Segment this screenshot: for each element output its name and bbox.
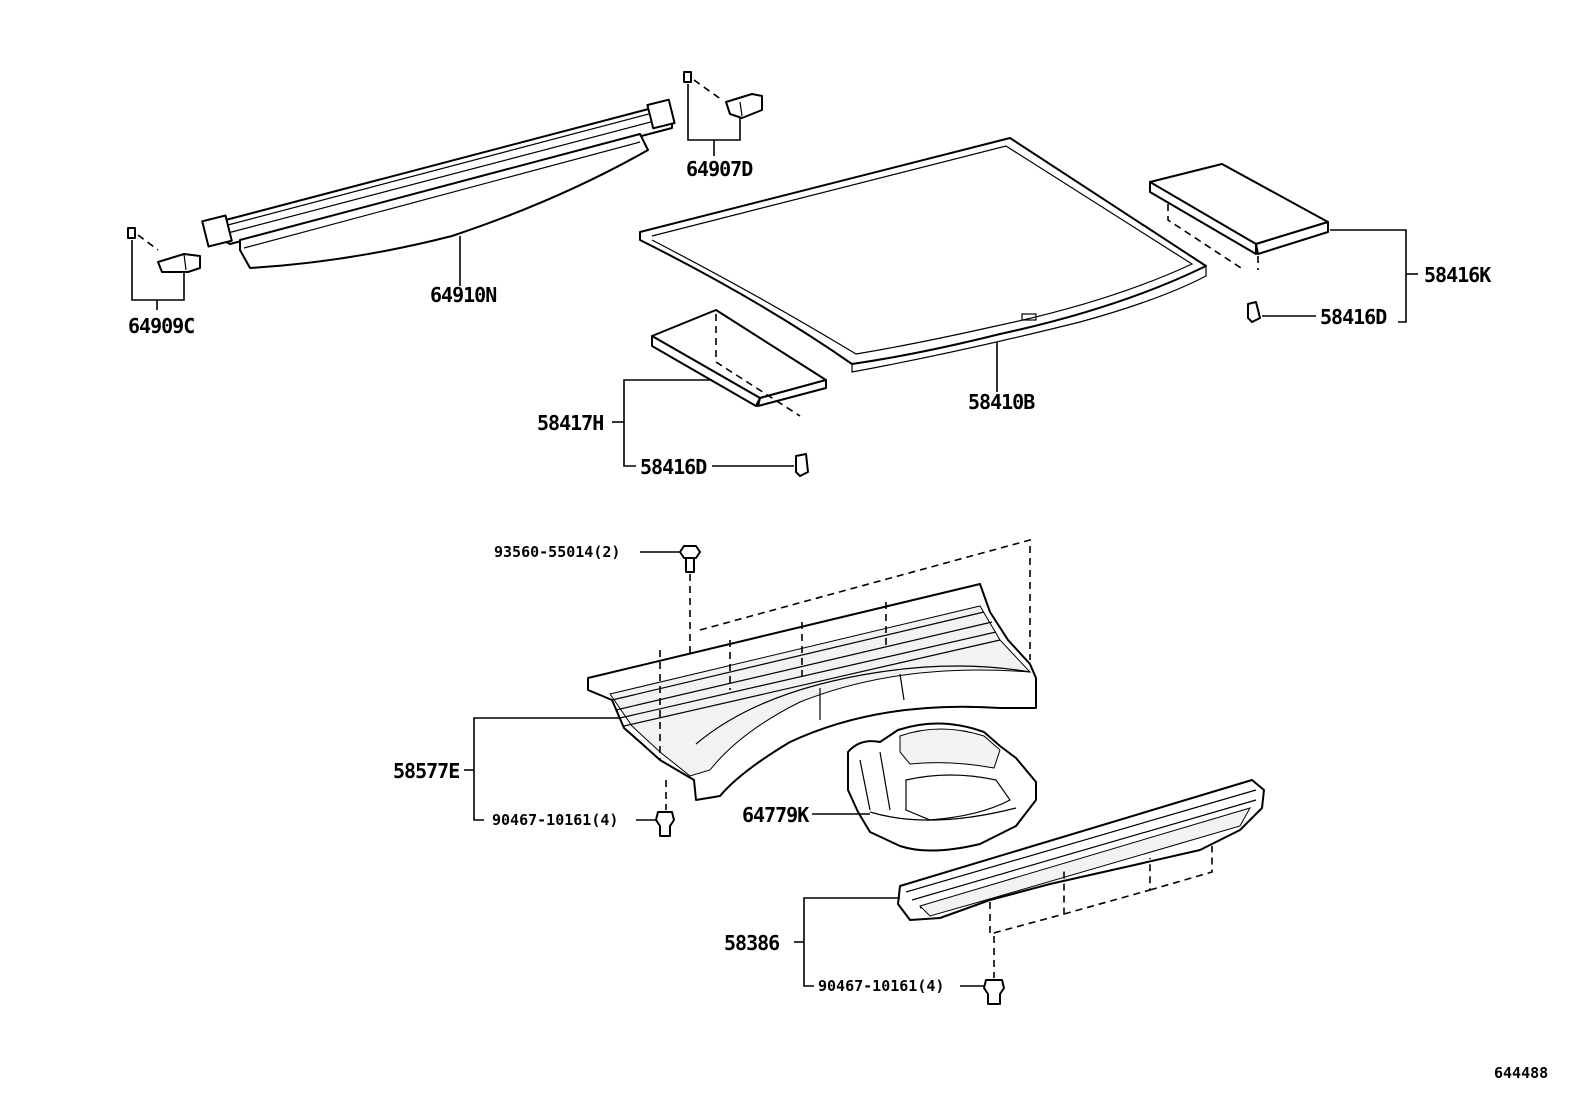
leader-58416k bbox=[1330, 229, 1407, 323]
label-58410b: 58410B bbox=[968, 390, 1035, 414]
label-64909c: 64909C bbox=[128, 314, 194, 338]
part-58417h-side-board bbox=[651, 309, 827, 417]
label-90467-a: 90467-10161(4) bbox=[492, 811, 618, 829]
label-90467-b: 90467-10161(4) bbox=[818, 977, 944, 995]
part-64909c-bracket bbox=[127, 227, 201, 273]
part-58416k-side-board bbox=[1149, 163, 1329, 271]
label-64907d: 64907D bbox=[686, 157, 753, 181]
label-58416k: 58416K bbox=[1424, 263, 1491, 287]
part-58416d-clip-right bbox=[1247, 301, 1261, 323]
label-64779k: 64779K bbox=[742, 803, 809, 827]
leader-58386 bbox=[803, 897, 900, 987]
diagram-id: 644488 bbox=[1494, 1064, 1548, 1082]
part-64779k-tray bbox=[847, 722, 1037, 852]
leader-64909c bbox=[131, 240, 185, 301]
label-58416d-left: 58416D bbox=[640, 455, 707, 479]
part-90467-clip-b bbox=[983, 979, 1005, 1005]
label-58386: 58386 bbox=[724, 931, 779, 955]
part-64910n-tonneau-cover bbox=[201, 98, 676, 269]
part-93560-bolt bbox=[679, 545, 701, 573]
part-58386-scuff-plate bbox=[897, 779, 1265, 936]
label-58417h: 58417H bbox=[537, 411, 603, 435]
label-93560: 93560-55014(2) bbox=[494, 543, 620, 561]
part-58577e-tray bbox=[587, 538, 1037, 801]
part-90467-clip-a bbox=[655, 811, 675, 837]
leader-58577e bbox=[473, 717, 620, 821]
label-58416d-right: 58416D bbox=[1320, 305, 1387, 329]
part-58416d-clip-left bbox=[795, 453, 809, 477]
label-64910n: 64910N bbox=[430, 283, 496, 307]
label-58577e: 58577E bbox=[393, 759, 459, 783]
part-58410b-deck-board bbox=[639, 137, 1207, 373]
part-64907d-bracket bbox=[683, 71, 763, 119]
leader-58417h bbox=[623, 379, 712, 467]
